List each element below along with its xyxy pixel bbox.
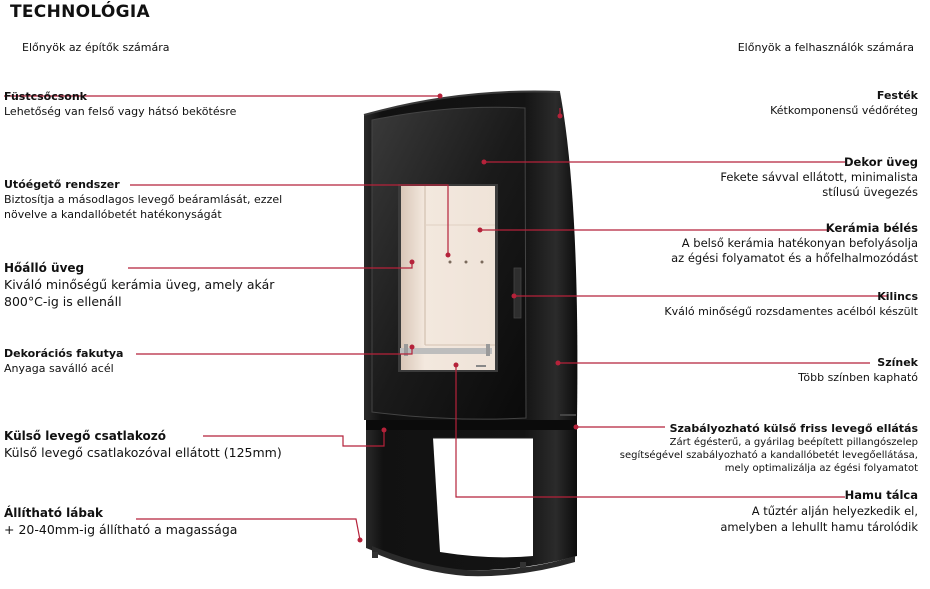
feature-title: Dekorációs fakutya	[4, 347, 124, 360]
feature-paint: Festék Kétkomponensű védőréteg	[770, 88, 918, 118]
door-handle	[513, 267, 522, 319]
feature-desc: Anyaga saválló acél	[4, 362, 114, 375]
feature-desc: A belső kerámia hatékonyan befolyásolja	[681, 236, 918, 250]
feature-air-control: Szabályozható külső friss levegő ellátás…	[620, 421, 918, 475]
feature-title: Festék	[876, 89, 918, 102]
feature-desc: Zárt égésterű, a gyárilag beépített pill…	[669, 437, 918, 448]
feature-desc: Kiváló minőségű kerámia üveg, amely akár	[4, 277, 275, 292]
feature-desc: segítségével szabályozható a kandallóbet…	[619, 450, 918, 461]
feature-title: Állítható lábak	[4, 506, 104, 520]
builders-benefits-heading: Előnyök az építők számára	[22, 41, 170, 54]
feature-desc: amelyben a lehullt hamu tárolódik	[720, 520, 918, 534]
feature-afterburner: Utóégető rendszer Biztosítja a másodlago…	[4, 177, 282, 222]
feature-firedog: Dekorációs fakutya Anyaga saválló acél	[4, 346, 123, 376]
feature-desc: Fekete sávval ellátott, minimalista	[720, 170, 918, 184]
feature-adjustable-legs: Állítható lábak + 20-40mm-ig állítható a…	[4, 506, 237, 538]
feature-decor-glass: Dekor üveg Fekete sávval ellátott, minim…	[720, 155, 918, 200]
feature-ceramic-lining: Kerámia bélés A belső kerámia hatékonyan…	[671, 221, 918, 266]
feature-handle: Kilincs Kváló minőségű rozsdamentes acél…	[664, 289, 918, 319]
feature-desc: A tűztér alján helyezkedik el,	[751, 504, 918, 518]
feature-desc: Több színben kapható	[798, 371, 918, 384]
feature-title: Hőálló üveg	[4, 261, 85, 275]
feature-desc: növelve a kandallóbetét hatékonyságát	[4, 208, 222, 221]
feature-desc: Külső levegő csatlakozóval ellátott (125…	[4, 445, 282, 460]
feature-outside-air: Külső levegő csatlakozó Külső levegő csa…	[4, 429, 282, 461]
feature-desc: Kváló minőségű rozsdamentes acélból kész…	[664, 305, 918, 318]
feature-desc: az égési folyamatot és a hőfelhalmozódás…	[671, 251, 918, 265]
feature-desc: Biztosítja a másodlagos levegő beáramlás…	[4, 193, 283, 206]
feature-heat-glass: Hőálló üveg Kiváló minőségű kerámia üveg…	[4, 261, 274, 310]
adjustable-foot	[372, 552, 378, 558]
feature-title: Hamu tálca	[844, 488, 918, 502]
feature-desc: Lehetőség van felső vagy hátsó bekötésre	[4, 105, 237, 118]
feature-title: Utóégető rendszer	[4, 178, 120, 191]
feature-title: Dekor üveg	[844, 155, 918, 169]
feature-title: Szabályozható külső friss levegő ellátás	[669, 422, 918, 435]
feature-colors: Színek Több színben kapható	[798, 355, 918, 385]
feature-desc: mely optimalizálja az égési folyamatot	[724, 463, 918, 474]
decor-glass-door	[371, 106, 527, 420]
feature-title: Színek	[877, 356, 918, 369]
feature-desc: stílusú üvegezés	[822, 185, 918, 199]
feature-title: Külső levegő csatlakozó	[4, 429, 166, 443]
feature-desc: + 20-40mm-ig állítható a magassága	[4, 522, 238, 537]
decorative-firedog	[400, 348, 492, 354]
feature-desc: 800°C-ig is ellenáll	[4, 294, 122, 309]
feature-desc: Kétkomponensű védőréteg	[770, 104, 918, 117]
users-benefits-heading: Előnyök a felhasználók számára	[737, 41, 914, 54]
feature-title: Kilincs	[877, 290, 918, 303]
feature-title: Kerámia bélés	[825, 221, 918, 235]
leader-lines	[4, 95, 888, 541]
page-title: TECHNOLÓGIA	[10, 2, 151, 22]
feature-ash-tray: Hamu tálca A tűztér alján helyezkedik el…	[720, 487, 918, 535]
feature-flue-connector: Füstcsőcsonk Lehetőség van felső vagy há…	[4, 89, 236, 119]
feature-title: Füstcsőcsonk	[4, 90, 87, 103]
